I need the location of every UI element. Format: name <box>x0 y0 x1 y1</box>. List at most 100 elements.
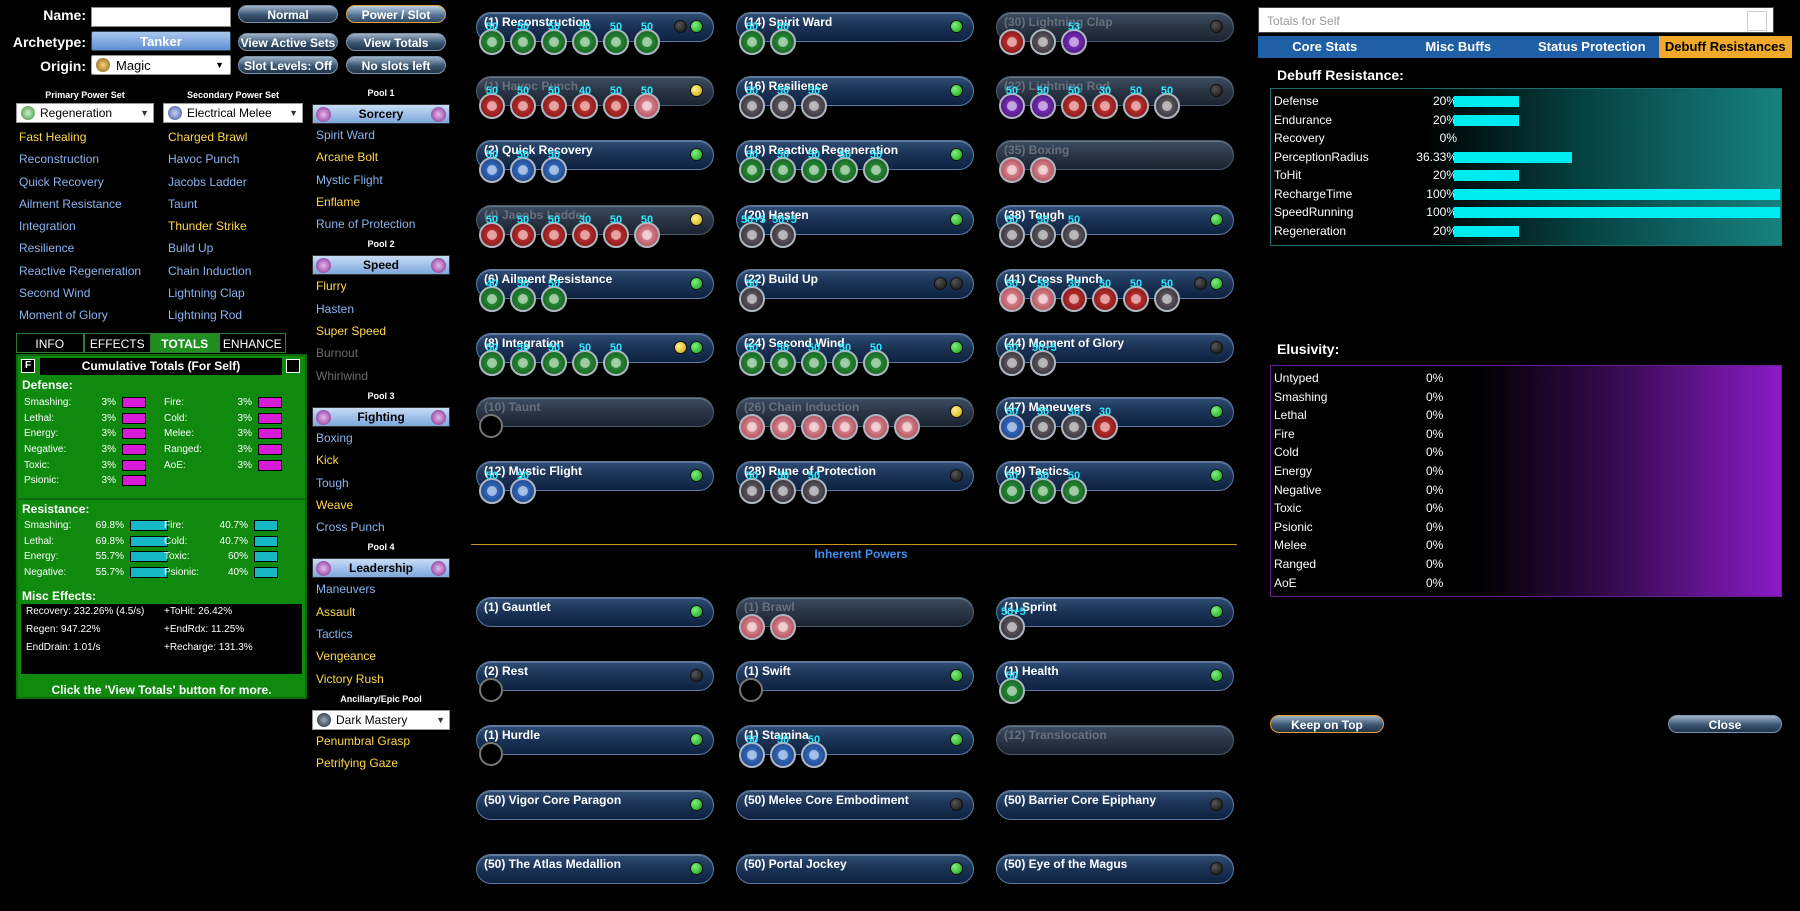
enhancement-slot[interactable]: 50 <box>479 21 505 55</box>
enhancement-slot[interactable] <box>894 414 920 441</box>
enhancement-slot[interactable]: 50 <box>801 470 827 505</box>
enhancement-slot[interactable]: 50 <box>634 21 660 55</box>
enhancement-slot[interactable]: 50 <box>801 342 827 376</box>
enhancement-slot[interactable] <box>739 414 765 441</box>
enhancement-slot[interactable]: 40 <box>479 278 505 312</box>
enhancement-slot[interactable]: 50 <box>1154 85 1180 120</box>
enhancement-slot[interactable]: 50 <box>603 214 629 248</box>
enhancement-slot[interactable]: 50 <box>541 21 567 55</box>
enhancement-slot[interactable]: 50 <box>603 21 629 55</box>
power-item-jacobs-ladder[interactable]: Jacobs Ladder <box>168 174 247 189</box>
power-item-thunder-strike[interactable]: Thunder Strike <box>168 219 247 234</box>
enhancement-slot[interactable]: 50 <box>479 149 505 184</box>
power-slot-2-rest[interactable]: (2) Rest <box>476 661 714 692</box>
enhancement-slot[interactable] <box>999 29 1025 55</box>
power-item-whirlwind[interactable]: Whirlwind <box>316 368 369 383</box>
power-item-petrifying-gaze[interactable]: Petrifying Gaze <box>316 756 399 771</box>
enhancement-slot[interactable]: 50 <box>739 21 765 55</box>
power-item-weave[interactable]: Weave <box>316 497 354 512</box>
power-item-cross-punch[interactable]: Cross Punch <box>316 520 385 535</box>
enhancement-slot[interactable]: 50 <box>510 342 536 376</box>
primary-set-select[interactable]: Regeneration ▼ <box>16 103 154 123</box>
tab-info[interactable]: INFO <box>16 333 84 353</box>
power-item-victory-rush[interactable]: Victory Rush <box>316 671 384 686</box>
enhancement-slot[interactable]: 50 <box>510 470 536 505</box>
enhancement-slot[interactable]: 50 <box>999 214 1025 248</box>
power-slot-1-hurdle[interactable]: (1) Hurdle <box>476 725 714 756</box>
enhancement-slot[interactable]: 50 <box>801 149 827 184</box>
power-item-assault[interactable]: Assault <box>316 604 356 619</box>
enhancement-slot[interactable]: 50 <box>999 670 1025 705</box>
enhancement-slot[interactable] <box>739 614 765 640</box>
power-item-arcane-bolt[interactable]: Arcane Bolt <box>316 150 379 165</box>
power-slot-1-gauntlet[interactable]: (1) Gauntlet <box>476 597 714 627</box>
power-slot-mode-button[interactable]: Power / Slot <box>346 5 446 23</box>
expand-icon[interactable] <box>286 359 300 373</box>
enhancement-slot[interactable]: 50 <box>479 342 505 376</box>
tab-totals[interactable]: TOTALS <box>151 333 219 353</box>
power-slot-28-rune-of-protection[interactable]: (28) Rune of Protection <box>736 461 974 492</box>
secondary-set-select[interactable]: Electrical Melee ▼ <box>163 103 303 123</box>
enhancement-slot[interactable] <box>863 414 889 441</box>
enhancement-slot[interactable]: 50 <box>541 278 567 312</box>
power-item-kick[interactable]: Kick <box>316 453 339 468</box>
enhancement-slot[interactable] <box>1030 29 1056 55</box>
enhancement-slot[interactable]: 50 <box>739 85 765 120</box>
power-item-tactics[interactable]: Tactics <box>316 627 353 642</box>
enhancement-slot[interactable]: 50 <box>572 21 598 55</box>
power-item-reconstruction[interactable]: Reconstruction <box>19 152 100 167</box>
power-item-mystic-flight[interactable]: Mystic Flight <box>316 172 383 187</box>
enhancement-slot[interactable]: 50 <box>770 734 796 769</box>
power-item-rune-of-protection[interactable]: Rune of Protection <box>316 217 416 232</box>
power-item-integration[interactable]: Integration <box>19 219 76 234</box>
power-item-taunt[interactable]: Taunt <box>168 196 198 211</box>
enhancement-slot[interactable]: 50 <box>510 278 536 312</box>
power-item-charged-brawl[interactable]: Charged Brawl <box>168 130 248 144</box>
enhancement-slot[interactable]: 50 <box>1030 214 1056 248</box>
keep-on-top-button[interactable]: Keep on Top <box>1270 715 1384 733</box>
slots-left-button[interactable]: No slots left <box>346 56 446 74</box>
power-item-build-up[interactable]: Build Up <box>168 241 214 256</box>
enhancement-slot[interactable]: 50 <box>770 342 796 376</box>
enhancement-slot[interactable]: 50 <box>572 342 598 376</box>
enhancement-slot[interactable]: 50+5 <box>999 606 1026 640</box>
power-slot-2-quick-recovery[interactable]: (2) Quick Recovery <box>476 140 714 171</box>
enhancement-slot[interactable]: 30 <box>1061 406 1087 441</box>
tab-status-protection[interactable]: Status Protection <box>1537 39 1646 54</box>
power-item-super-speed[interactable]: Super Speed <box>316 324 387 339</box>
power-slot-50-vigor-core-paragon[interactable]: (50) Vigor Core Paragon <box>476 789 714 820</box>
enhancement-slot[interactable]: 50 <box>479 85 505 120</box>
enhancement-slot[interactable]: 30 <box>1061 278 1087 312</box>
power-item-quick-recovery[interactable]: Quick Recovery <box>19 174 104 189</box>
enhancement-slot[interactable]: 30 <box>1092 406 1118 441</box>
power-slot-1-sprint[interactable]: (1) Sprint <box>996 597 1234 627</box>
power-slot-1-swift[interactable]: (1) Swift <box>736 661 974 692</box>
enhancement-slot[interactable]: 50 <box>999 342 1025 376</box>
enhancement-slot[interactable] <box>739 678 763 703</box>
close-button[interactable]: Close <box>1668 715 1782 733</box>
enhancement-slot[interactable]: 50 <box>541 342 567 376</box>
power-item-spirit-ward[interactable]: Spirit Ward <box>316 128 375 142</box>
normal-mode-button[interactable]: Normal <box>238 5 338 23</box>
enhancement-slot[interactable]: 50 <box>1030 406 1056 441</box>
power-slot-50-the-atlas-medallion[interactable]: (50) The Atlas Medallion <box>476 853 714 884</box>
enhancement-slot[interactable] <box>479 678 503 703</box>
enhancement-slot[interactable]: 50 <box>863 149 889 184</box>
enhancement-slot[interactable] <box>999 157 1025 184</box>
enhancement-slot[interactable]: 50 <box>541 149 567 184</box>
enhancement-slot[interactable]: 50 <box>770 85 796 120</box>
enhancement-slot[interactable]: 50 <box>999 278 1025 312</box>
origin-select[interactable]: Magic ▼ <box>91 55 231 75</box>
power-item-resilience[interactable]: Resilience <box>19 241 75 256</box>
power-item-lightning-clap[interactable]: Lightning Clap <box>168 286 245 301</box>
enhancement-slot[interactable]: 50 <box>739 278 765 312</box>
enhancement-slot[interactable]: 50 <box>603 342 629 376</box>
enhancement-slot[interactable]: 50 <box>541 85 567 120</box>
pool-select-leadership[interactable]: Leadership <box>312 558 450 579</box>
f-toggle[interactable]: F <box>21 359 35 373</box>
enhancement-slot[interactable]: 50 <box>999 470 1025 505</box>
enhancement-slot[interactable]: 50 <box>999 85 1025 120</box>
power-slot-50-melee-core-embodiment[interactable]: (50) Melee Core Embodiment <box>736 789 974 820</box>
enhancement-slot[interactable]: 50 <box>603 85 629 120</box>
power-item-ailment-resistance[interactable]: Ailment Resistance <box>19 196 122 211</box>
